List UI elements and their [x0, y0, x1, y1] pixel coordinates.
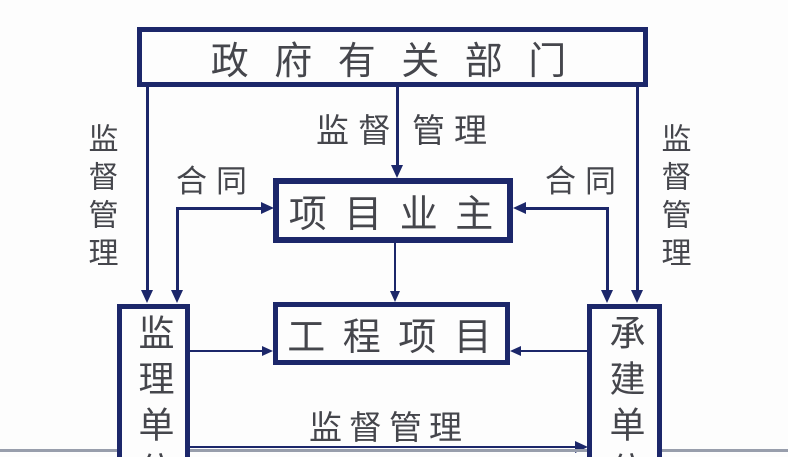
arrowhead-contract-left-into-owner	[261, 202, 274, 214]
line-owner-to-project	[394, 243, 396, 292]
edge-label-supervise-manage-bottom: 监督管理	[309, 411, 469, 447]
arrowhead-government-to-owner	[391, 165, 403, 178]
line-contract-right-horizontal	[524, 207, 609, 210]
line-supervisor-to-contractor	[190, 446, 576, 448]
line-contract-right-vertical	[606, 207, 609, 290]
node-government-label: 政 府 有 关 部 门	[210, 40, 575, 83]
edge-label-supervise-manage-left: 监督管理	[83, 123, 117, 275]
arrowhead-contract-left-into-supervisor	[171, 290, 183, 303]
line-government-to-owner	[396, 87, 399, 167]
node-project-owner-label: 项 目 业 主	[288, 194, 498, 236]
arrowhead-government-to-contractor	[631, 290, 643, 303]
node-construction-unit: 承建单位	[587, 304, 662, 457]
line-contract-left-vertical	[176, 207, 179, 290]
node-engineering-project-label: 工 程 项 目	[287, 317, 496, 359]
node-supervision-unit: 监理单位	[117, 304, 190, 457]
edge-label-manage: 管理	[412, 114, 496, 150]
node-construction-unit-label: 承建单位	[604, 314, 645, 457]
line-government-to-supervisor	[146, 87, 149, 290]
line-contractor-to-project	[520, 350, 587, 352]
arrowhead-contract-right-into-contractor	[601, 290, 613, 303]
node-government: 政 府 有 关 部 门	[137, 27, 648, 87]
arrowhead-contractor-to-project	[510, 346, 521, 356]
line-contract-left-horizontal	[176, 207, 262, 210]
edge-label-supervise-manage-right: 监督管理	[656, 123, 690, 275]
edge-label-supervise: 监督	[316, 114, 400, 150]
node-supervision-unit-label: 监理单位	[133, 314, 174, 457]
node-engineering-project: 工 程 项 目	[273, 302, 510, 365]
line-government-to-contractor	[636, 87, 639, 290]
arrowhead-government-to-supervisor	[141, 290, 153, 303]
arrowhead-contract-right-into-owner	[513, 202, 526, 214]
bottom-divider-line	[0, 449, 788, 452]
node-project-owner: 项 目 业 主	[273, 178, 513, 243]
edge-label-contract-left: 合同	[176, 164, 256, 199]
arrowhead-owner-to-project	[390, 291, 400, 302]
arrowhead-supervisor-to-project	[262, 346, 273, 356]
line-supervisor-to-project	[190, 350, 263, 352]
edge-label-contract-right: 合同	[545, 164, 625, 199]
